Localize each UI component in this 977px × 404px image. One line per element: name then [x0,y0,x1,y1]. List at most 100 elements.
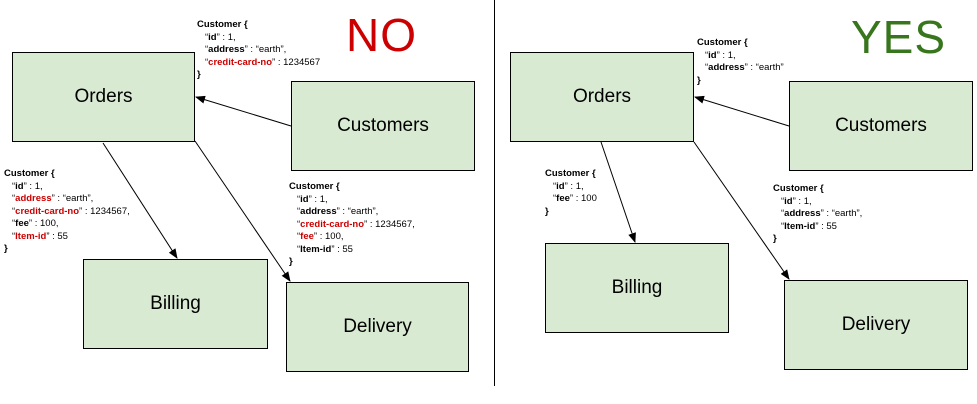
field-key: address [708,62,745,73]
arrow-orders-to-delivery [693,141,790,280]
payload-field: “fee” : 100, [12,218,59,229]
field-value: : 1, [795,195,812,207]
field-value: : 55 [818,220,837,232]
payload-field: “address” : “earth” [705,62,784,73]
sensitive-field: “address” : “earth”, [12,193,94,204]
customer-payload-to-billing: Customer {“id” : 1,“fee” : 100} [545,168,597,218]
field-key: id [15,180,24,192]
field-key: Item-id [784,220,816,232]
orders-service-box: Orders [12,52,195,142]
payload-close: } [197,69,201,80]
field-key: id [300,193,309,205]
payload-open: Customer { [545,168,596,179]
field-value: : “earth”, [339,206,379,217]
field-value: : “earth” [747,62,784,73]
field-key: credit-card-no [208,56,273,68]
field-key: id [208,31,217,43]
customer-payload-to-orders: Customer {“id” : 1,“address” : “earth”,“… [197,19,320,82]
delivery-service-label: Delivery [343,316,412,337]
field-key: address [784,208,821,219]
field-key: Item-id [15,230,47,242]
sensitive-field: “credit-card-no” : 1234567, [297,218,415,230]
customers-service-label: Customers [337,115,429,136]
arrow-customers-to-orders [195,95,292,127]
payload-field: “address” : “earth”, [205,44,287,55]
payload-field: “address” : “earth”, [781,208,863,219]
delivery-service-label: Delivery [841,314,911,335]
payload-field: “id” : 1, [781,195,812,207]
field-value: : “earth”, [247,44,287,55]
field-key: Item-id [300,243,332,255]
customer-payload-to-delivery: Customer {“id” : 1,“address” : “earth”,“… [289,181,415,269]
field-value: : 1, [719,49,736,61]
sensitive-field: “credit-card-no” : 1234567, [12,205,130,217]
payload-field: “Item-id” : 55 [781,220,837,232]
payload-open: Customer { [289,181,340,192]
customers-service-box: Customers [291,81,475,171]
delivery-service-box: Delivery [286,282,469,372]
payload-field: “id” : 1, [205,31,236,43]
field-value: : 1234567, [367,218,415,230]
payload-field: “id” : 1, [705,49,736,61]
payload-field: “id” : 1, [12,180,43,192]
payload-close: } [773,233,777,244]
field-key: address [15,193,52,204]
field-value: : 1234567, [82,205,130,217]
payload-field: “Item-id” : 55 [297,243,353,255]
sensitive-field: “Item-id” : 55 [12,230,68,242]
orders-service-label: Orders [74,86,133,107]
arrow-orders-to-delivery [194,140,291,282]
field-key: id [784,195,793,207]
field-key: credit-card-no [15,205,80,217]
delivery-service-box: Delivery [784,280,968,370]
sensitive-field: “fee” : 100, [297,231,344,242]
yes-label: YES [851,11,947,63]
payload-field: “id” : 1, [297,193,328,205]
orders-service-box: Orders [510,52,694,142]
field-value: : “earth”, [823,208,863,219]
payload-field: “address” : “earth”, [297,206,379,217]
field-value: : 1, [311,193,328,205]
arrow-orders-to-billing [102,142,178,259]
field-key: credit-card-no [300,218,365,230]
field-value: : 1, [219,31,236,43]
field-value: : 1234567 [275,56,321,68]
field-value: : 55 [334,243,353,255]
field-value: : 100, [32,218,59,229]
no-label: NO [346,9,417,61]
billing-service-box: Billing [545,243,729,333]
field-key: id [556,180,565,192]
payload-field: “id” : 1, [553,180,584,192]
payload-close: } [289,256,293,267]
field-value: : 100, [317,231,344,242]
field-key: id [708,49,717,61]
orders-service-label: Orders [572,86,632,107]
field-value: : 1, [26,180,43,192]
field-key: address [208,44,245,55]
field-value: : 1, [567,180,584,192]
customer-payload-to-delivery: Customer {“id” : 1,“address” : “earth”,“… [773,183,862,246]
field-value: : 55 [49,230,68,242]
field-key: address [300,206,337,217]
field-key: fee [556,193,570,204]
billing-service-label: Billing [611,277,663,298]
payload-open: Customer { [773,183,824,194]
billing-service-label: Billing [150,293,201,314]
customers-service-box: Customers [789,81,973,171]
payload-open: Customer { [4,168,55,179]
payload-close: } [697,74,701,86]
panel-divider [494,0,495,386]
billing-service-box: Billing [83,259,268,349]
customers-service-label: Customers [835,115,927,136]
field-value: : “earth”, [54,193,94,204]
field-key: fee [15,218,29,229]
payload-open: Customer { [197,19,248,30]
arrow-orders-to-billing [600,141,636,243]
arrow-customers-to-orders [694,95,790,127]
customer-payload-to-orders: Customer {“id” : 1,“address” : “earth”} [697,37,784,87]
payload-close: } [545,205,549,217]
payload-close: } [4,243,8,254]
field-key: fee [300,231,314,242]
payload-open: Customer { [697,37,748,48]
